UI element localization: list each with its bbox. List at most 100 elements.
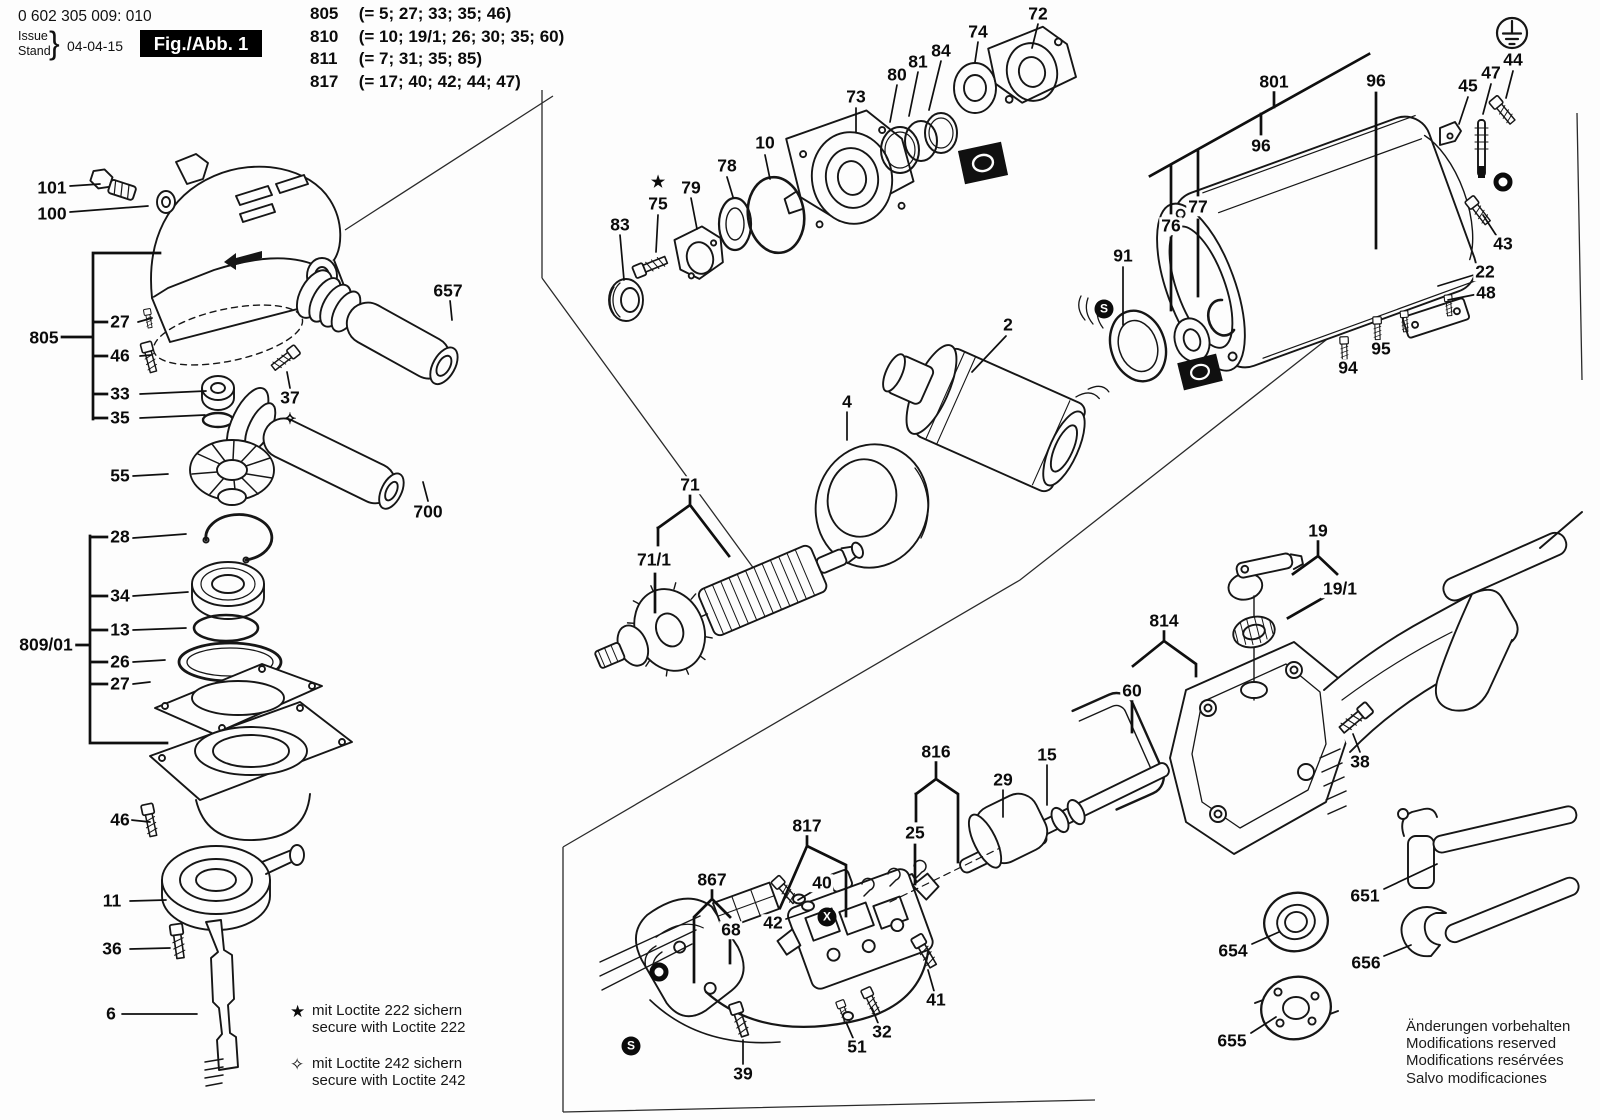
legend-loctite-222: ★ mit Loctite 222 sichern secure with Lo… bbox=[290, 1002, 465, 1036]
construction-lines bbox=[344, 90, 1583, 1113]
part-label-68: 68 bbox=[719, 919, 743, 940]
clip-45-sketch bbox=[1439, 121, 1462, 146]
part-label-marker: ✧ bbox=[283, 411, 297, 428]
part-label-46: 46 bbox=[108, 345, 132, 366]
variant-refs: (= 5; 27; 33; 35; 46) bbox=[358, 4, 512, 23]
variant-refs: (= 17; 40; 42; 44; 47) bbox=[358, 71, 521, 91]
bearing-plate-867-sketch bbox=[635, 897, 745, 1018]
part-label-10: 10 bbox=[753, 132, 777, 153]
part-label-77: 77 bbox=[1186, 196, 1210, 217]
part-label-96: 96 bbox=[1364, 70, 1388, 91]
legend-line-en: secure with Loctite 222 bbox=[312, 1019, 466, 1036]
part-label-35: 35 bbox=[108, 407, 132, 428]
handle-700-sketch bbox=[225, 387, 405, 510]
variant-code: 805 bbox=[310, 4, 339, 23]
bearing-flange-11-sketch bbox=[161, 844, 305, 931]
part-label-28: 28 bbox=[108, 526, 132, 547]
brand-box-sketch bbox=[957, 141, 1009, 185]
part-label-75: 75 bbox=[646, 193, 670, 214]
oring-13-sketch bbox=[192, 613, 260, 643]
symbol-badge-X: X bbox=[817, 907, 837, 927]
product-number: 0 602 305 009: 010 bbox=[18, 8, 152, 25]
ring-78-sketch bbox=[717, 196, 753, 252]
flange-654-sketch bbox=[1263, 891, 1329, 953]
part-label-27: 27 bbox=[108, 673, 132, 694]
part-label-34: 34 bbox=[108, 585, 132, 606]
oring-10-sketch bbox=[746, 175, 806, 255]
motor-housing-sketch bbox=[1156, 114, 1478, 372]
part-label-39: 39 bbox=[731, 1063, 755, 1084]
note-en: Modifications reserved bbox=[1406, 1035, 1557, 1053]
part-label-805: 805 bbox=[27, 327, 61, 348]
figure-title-box: Fig./Abb. 1 bbox=[140, 30, 262, 57]
part-label-94: 94 bbox=[1336, 357, 1360, 378]
spindle-lock-19-sketch bbox=[1227, 552, 1304, 701]
part-label-27: 27 bbox=[108, 311, 132, 332]
pin-47-sketch bbox=[1474, 119, 1489, 178]
armature-71-sketch bbox=[594, 541, 864, 677]
part-label-83: 83 bbox=[608, 214, 632, 235]
grommet-83-sketch bbox=[608, 278, 644, 322]
four-point-star-icon: ✧ bbox=[290, 1055, 305, 1074]
part-label-19-1: 19/1 bbox=[1320, 578, 1360, 599]
variant-code: 811 bbox=[310, 49, 338, 68]
part-label-867: 867 bbox=[695, 869, 729, 890]
part-label-72: 72 bbox=[1026, 3, 1050, 24]
part-label-11: 11 bbox=[100, 890, 124, 911]
pin-wrench-651-sketch bbox=[1397, 805, 1578, 889]
part-label-73: 73 bbox=[844, 86, 868, 107]
part-label-655: 655 bbox=[1215, 1030, 1249, 1051]
handle-657-sketch bbox=[295, 269, 459, 386]
part-label-26: 26 bbox=[108, 651, 132, 672]
cover-72-sketch bbox=[987, 25, 1077, 104]
spindle-6-sketch bbox=[204, 919, 239, 1087]
washer-100-sketch bbox=[156, 190, 176, 214]
part-label-71-1: 71/1 bbox=[634, 549, 674, 570]
part-label-44: 44 bbox=[1501, 49, 1525, 70]
part-label-809-01: 809/01 bbox=[17, 634, 75, 655]
variant-code: 817 bbox=[310, 71, 339, 91]
part-label-47: 47 bbox=[1479, 62, 1503, 83]
part-label-36: 36 bbox=[100, 938, 124, 959]
part-label-60: 60 bbox=[1120, 680, 1144, 701]
part-label-29: 29 bbox=[991, 769, 1015, 790]
issue-label: Issue bbox=[18, 29, 48, 43]
open-wrench-656-sketch bbox=[1400, 876, 1580, 958]
bearing-34-sketch bbox=[191, 561, 265, 620]
flange-housing-sketch bbox=[149, 701, 353, 841]
symbol-badge-S: S bbox=[621, 1036, 641, 1056]
part-label-96: 96 bbox=[1249, 135, 1273, 156]
part-label-4: 4 bbox=[840, 391, 854, 412]
variant-row: 817 (= 17; 40; 42; 44; 47) bbox=[310, 72, 564, 95]
ground-icon bbox=[1495, 16, 1529, 50]
part-label-78: 78 bbox=[715, 155, 739, 176]
part-label-2: 2 bbox=[1001, 314, 1015, 335]
part-label-801: 801 bbox=[1257, 71, 1291, 92]
note-de: Änderungen vorbehalten bbox=[1406, 1018, 1571, 1035]
symbol-badge-S: S bbox=[1094, 299, 1114, 319]
part-label-32: 32 bbox=[870, 1021, 894, 1042]
variant-code: 810 bbox=[310, 26, 339, 46]
bolt-101-sketch bbox=[89, 168, 137, 201]
variant-refs: (= 10; 19/1; 26; 30; 35; 60) bbox=[358, 26, 565, 46]
star-icon: ★ bbox=[290, 1002, 306, 1021]
legend-line-en: secure with Loctite 242 bbox=[312, 1072, 466, 1089]
stand-label: Stand bbox=[18, 44, 51, 58]
part-label-45: 45 bbox=[1456, 75, 1480, 96]
rings-80-81-84-sketch bbox=[880, 112, 958, 174]
symbol-badge-O bbox=[1493, 172, 1513, 192]
legend-line-de: mit Loctite 222 sichern bbox=[312, 1002, 463, 1019]
part-label-80: 80 bbox=[885, 64, 909, 85]
part-label-15: 15 bbox=[1035, 744, 1059, 765]
variant-row: 810 (= 10; 19/1; 26; 30; 35; 60) bbox=[310, 27, 564, 50]
fan-gear-55-sketch bbox=[189, 439, 275, 506]
rotor-2-sketch bbox=[882, 344, 1110, 493]
ring-4-sketch bbox=[814, 443, 930, 569]
variant-refs: (= 7; 31; 35; 85) bbox=[358, 49, 483, 68]
bearing-74-sketch bbox=[953, 62, 997, 114]
modification-notes: Änderungen vorbehalten Modifications res… bbox=[1406, 1018, 1570, 1087]
part-label-38: 38 bbox=[1348, 751, 1372, 772]
part-label-656: 656 bbox=[1349, 952, 1383, 973]
